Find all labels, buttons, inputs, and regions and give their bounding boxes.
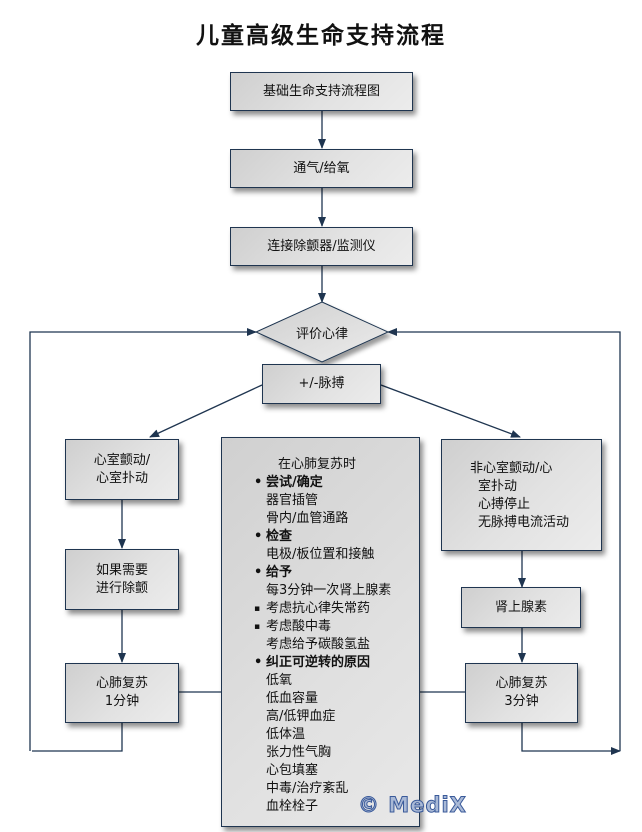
- node-ventilate-oxygen: 通气/给氧: [230, 149, 413, 188]
- section-heading: 尝试/确定: [222, 474, 419, 492]
- watermark-logo: © MediX: [358, 793, 467, 818]
- section-heading-text: 考虑酸中毒: [266, 619, 332, 634]
- node-label: 进行除颤: [95, 580, 148, 596]
- node-label: 连接除颤器/监测仪: [267, 238, 376, 254]
- node-assess-rhythm: 评价心律: [254, 301, 390, 363]
- section-heading-text: 尝试/确定: [266, 475, 323, 490]
- node-label: 心搏停止: [478, 497, 531, 512]
- during-cpr-box: 在心肺复苏时 尝试/确定 器官插管 骨内/血管通路 检查 电极/板位置和接触 给…: [221, 437, 420, 827]
- loop-right: [387, 328, 621, 751]
- node-label: 3分钟: [504, 694, 539, 709]
- node-attach-defibrillator: 连接除颤器/监测仪: [230, 227, 413, 266]
- node-bls-flowchart: 基础生命支持流程图: [230, 72, 413, 111]
- section-item: 考虑给予碳酸氢盐: [266, 637, 371, 652]
- node-label: 1分钟: [104, 694, 140, 709]
- section-item: 每3分钟一次肾上腺素: [266, 583, 392, 598]
- section-item: 骨内/血管通路: [266, 511, 349, 526]
- section-item: 低体温: [266, 727, 306, 742]
- node-pulse: +/-脉搏: [262, 364, 381, 404]
- loop-left-bottom: [32, 722, 123, 752]
- section-item: 低血容量: [266, 691, 319, 706]
- node-cpr-3min: 心肺复苏 3分钟: [465, 663, 578, 723]
- section-heading: 检查: [222, 528, 419, 546]
- loop-left: [29, 328, 257, 751]
- section-item: 张力性气胸: [266, 745, 332, 760]
- node-epinephrine: 肾上腺素: [461, 587, 581, 628]
- node-non-vf-vt: 非心室颤动/心 室扑动 心搏停止 无脉搏电流活动: [441, 439, 602, 551]
- node-label: 心肺复苏: [95, 676, 148, 691]
- section-heading: 考虑抗心律失常药: [222, 600, 419, 618]
- section-heading-text: 纠正可逆转的原因: [266, 655, 371, 670]
- line-pulse-to-vf: [149, 384, 263, 438]
- node-label: 无脉搏电流活动: [478, 515, 570, 530]
- node-label: 心室颤动/: [93, 452, 151, 468]
- node-label: 如果需要: [95, 562, 148, 578]
- node-label: 基础生命支持流程图: [262, 83, 380, 99]
- section-heading: 给予: [222, 564, 419, 582]
- line-pulse-to-nonvf: [380, 384, 521, 438]
- section-item: 高/低钾血症: [266, 709, 336, 724]
- node-label: +/-脉搏: [298, 376, 345, 391]
- node-label: 心肺复苏: [495, 676, 548, 691]
- section-heading: 纠正可逆转的原因: [222, 654, 419, 672]
- section-item: 血栓栓子: [266, 799, 319, 814]
- node-label: 心室扑动: [95, 470, 148, 486]
- loop-right-bottom: [521, 722, 621, 755]
- node-label: 室扑动: [478, 479, 518, 494]
- section-item: 中毒/治疗紊乱: [266, 781, 349, 796]
- node-label: 肾上腺素: [494, 599, 547, 615]
- section-heading-text: 考虑抗心律失常药: [266, 601, 371, 616]
- section-heading: 考虑酸中毒: [222, 618, 419, 636]
- section-item: 器官插管: [266, 493, 319, 508]
- page-title: 儿童高级生命支持流程: [196, 23, 446, 49]
- node-label: 非心室颤动/心: [470, 461, 553, 476]
- node-label: 通气/给氧: [293, 160, 350, 176]
- node-label: 评价心律: [295, 326, 348, 342]
- diamond-shape: [254, 301, 390, 363]
- section-item: 低氧: [266, 673, 293, 688]
- node-defibrillate: 如果需要 进行除颤: [65, 549, 179, 610]
- node-cpr-1min: 心肺复苏 1分钟: [65, 663, 179, 723]
- section-heading-text: 检查: [266, 529, 293, 544]
- node-vf-vt: 心室颤动/ 心室扑动: [65, 439, 179, 500]
- section-item: 电极/板位置和接触: [266, 547, 375, 562]
- during-cpr-header: 在心肺复苏时: [278, 457, 357, 472]
- section-item: 心包填塞: [266, 763, 319, 778]
- section-heading-text: 给予: [266, 565, 293, 580]
